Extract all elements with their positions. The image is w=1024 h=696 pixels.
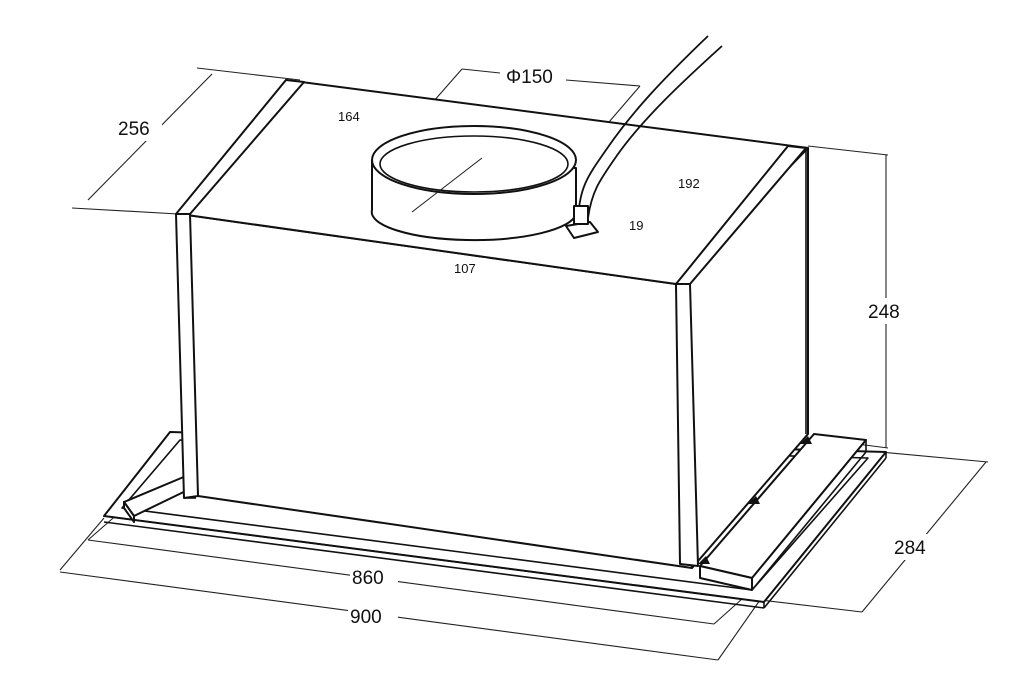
dimension-overall-width: 900: [350, 607, 382, 628]
dimension-duct-diameter: Φ150: [506, 67, 553, 88]
dimension-connector-height: 19: [629, 218, 643, 233]
dimension-depth-top: 256: [118, 119, 150, 140]
hood-body: [175, 79, 812, 569]
dimension-height: 248: [868, 302, 900, 323]
dimension-duct-offset: 107: [454, 261, 476, 276]
duct-collar: [370, 125, 577, 242]
dimension-inner-width: 860: [352, 568, 384, 589]
dimension-labels: 256 164 Φ150 192 19 107 248 284 860 900: [114, 67, 940, 630]
dimension-cutout-distance: 164: [338, 109, 360, 124]
dimension-connector-distance: 192: [678, 176, 700, 191]
power-cable: [565, 35, 723, 239]
dimension-base-depth: 284: [894, 538, 926, 559]
